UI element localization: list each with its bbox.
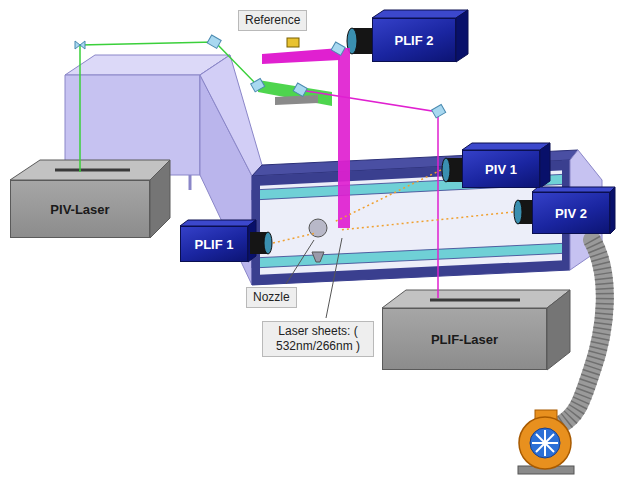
mirrors xyxy=(207,35,221,48)
camera-box: PLIF 2 xyxy=(372,18,456,62)
plif2-camera-body xyxy=(347,10,468,62)
node-text: Reference xyxy=(245,13,300,28)
mirrors xyxy=(432,105,446,118)
reference-cell xyxy=(287,38,299,47)
piv1-camera-body xyxy=(442,143,550,188)
laser-box: PLIF-Laser xyxy=(382,308,547,370)
settling-chamber xyxy=(189,175,192,190)
piv1-camera-body xyxy=(442,158,450,182)
piv-laser-housing xyxy=(10,160,170,238)
nozzle-symbol xyxy=(309,219,327,262)
plif-laser-housing xyxy=(382,290,570,308)
piv2-camera-body xyxy=(610,187,615,234)
plif-laser-housing xyxy=(547,290,570,370)
camera-view-lines xyxy=(273,233,316,243)
node-text: PIV-Laser xyxy=(50,202,109,217)
plif-laser-housing xyxy=(382,290,570,370)
test-section xyxy=(252,150,578,285)
laser-box: PIV-Laser xyxy=(10,180,150,238)
plif2-camera-body xyxy=(456,10,468,62)
node-text: PLIF 1 xyxy=(194,237,233,252)
nozzle-label: Nozzle xyxy=(246,287,297,308)
reference-cell xyxy=(287,38,299,47)
nozzle-symbol xyxy=(312,252,324,262)
plif1-camera-body xyxy=(180,220,272,262)
node-text: Nozzle xyxy=(253,290,290,305)
plif-beam xyxy=(275,95,318,105)
mirrors xyxy=(331,42,345,55)
mirrors xyxy=(75,41,85,49)
piv-laser-housing xyxy=(10,160,170,180)
laser-sheet-label: Laser sheets: ( 532nm/266nm ) xyxy=(262,321,374,357)
node-text: PLIF-Laser xyxy=(431,332,498,347)
plif-beam xyxy=(300,90,438,298)
leader-lines xyxy=(326,238,342,318)
camera-view-lines xyxy=(334,170,441,222)
reference-label: Reference xyxy=(238,10,307,31)
nozzle-symbol xyxy=(309,219,327,237)
suction-fan xyxy=(519,417,571,469)
piv2-camera-body xyxy=(514,200,522,224)
node-text: PIV 2 xyxy=(555,206,587,221)
plif-beam xyxy=(262,48,340,64)
mirrors xyxy=(293,83,307,96)
piv2-camera-body xyxy=(514,187,615,234)
plif-beam xyxy=(338,48,350,228)
suction-fan xyxy=(530,428,560,458)
plif-laser-housing xyxy=(430,299,520,302)
contraction xyxy=(200,55,262,176)
camera-box: PLIF 1 xyxy=(180,226,248,262)
leader-lines xyxy=(286,240,314,284)
test-section xyxy=(252,260,570,285)
plif1-camera-body xyxy=(264,232,272,254)
plif2-camera-body xyxy=(372,10,468,18)
node-text: PIV 1 xyxy=(485,162,517,177)
camera-box: PIV 2 xyxy=(532,192,610,234)
node-text: Laser sheets: ( 532nm/266nm ) xyxy=(269,324,367,354)
piv-laser-housing xyxy=(150,160,170,238)
piv1-camera-body xyxy=(462,143,550,150)
piv-beam xyxy=(80,42,258,172)
mirrors xyxy=(251,79,265,92)
suction-fan xyxy=(536,434,554,452)
suction-fan xyxy=(536,434,554,452)
camera-view-lines xyxy=(340,212,513,230)
plif-beam xyxy=(262,48,438,298)
node-text: PLIF 2 xyxy=(394,33,433,48)
camera-box: PIV 1 xyxy=(462,150,540,188)
suction-fan xyxy=(518,410,574,474)
piv-laser-housing xyxy=(55,169,130,172)
piv1-camera-body xyxy=(540,143,550,188)
